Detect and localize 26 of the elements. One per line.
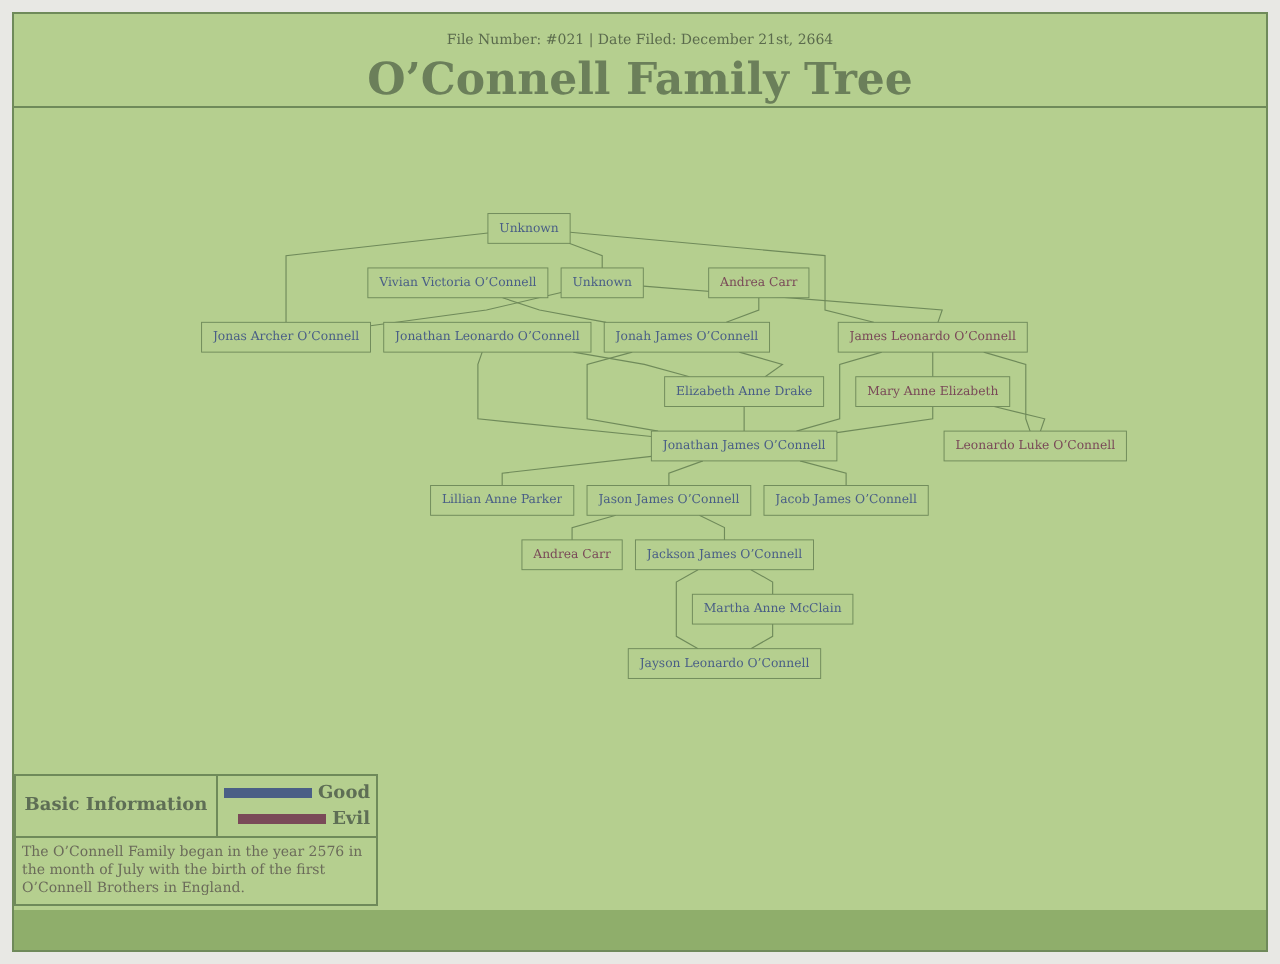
connector — [738, 351, 784, 378]
connector — [568, 242, 603, 269]
info-heading: Basic Information — [22, 794, 210, 820]
connector — [750, 623, 774, 650]
connector — [668, 460, 704, 487]
connector — [993, 405, 1046, 432]
connector — [799, 460, 847, 487]
title: O’Connell Family Tree — [367, 54, 913, 106]
connector — [932, 351, 934, 378]
connector — [675, 569, 699, 650]
connector — [571, 514, 617, 541]
connector — [477, 351, 652, 438]
connector — [586, 351, 659, 432]
connector — [285, 232, 489, 323]
connector — [795, 351, 883, 432]
connector — [501, 455, 652, 487]
connector — [750, 569, 774, 595]
connector — [836, 405, 934, 434]
connector — [698, 514, 726, 541]
legend-label: Evil — [332, 809, 370, 829]
connector — [725, 297, 760, 323]
connector — [743, 405, 745, 432]
connector — [983, 351, 1031, 432]
connector — [569, 231, 875, 323]
connector — [502, 297, 607, 323]
legend-label: Good — [318, 783, 370, 803]
